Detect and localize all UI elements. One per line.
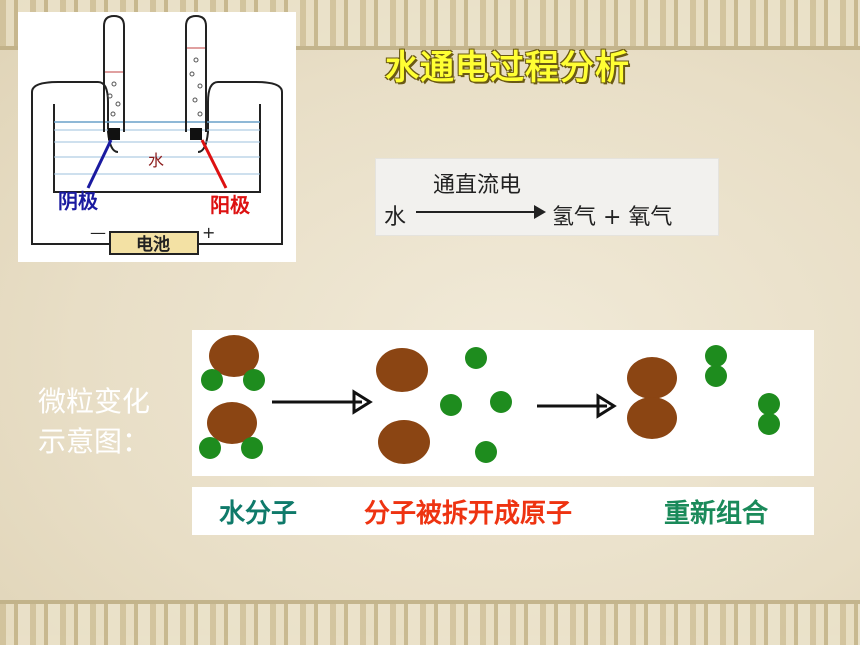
cathode-pointer — [86, 139, 113, 189]
bubble — [110, 111, 116, 117]
oxygen-atom — [209, 335, 259, 377]
particle-svg — [199, 335, 780, 464]
hydrogen-atom — [243, 369, 265, 391]
battery-minus: — — [90, 223, 106, 242]
caption-recombine: 重新组合 — [664, 499, 769, 529]
oxygen-atom — [627, 397, 677, 439]
oxygen-atom — [627, 357, 677, 399]
hydrogen-atom — [475, 441, 497, 463]
particle-change-label-line2: 示意图： — [38, 425, 151, 458]
right-test-tube — [185, 14, 207, 132]
bubble — [193, 57, 199, 63]
anode-label: 阳极 — [210, 193, 251, 217]
bubble — [115, 101, 121, 107]
products: 氢气 + 氧气 — [552, 205, 673, 230]
reactant: 水 — [384, 205, 407, 230]
water-label: 水 — [148, 151, 164, 170]
bubble — [197, 111, 203, 117]
process-arrow-1-head — [352, 389, 373, 415]
apparatus-svg: 水 阴极 阳极 — 电池 + — [31, 14, 283, 255]
process-arrow-2-head — [596, 393, 617, 419]
hydrogen-atom — [490, 391, 512, 413]
caption-bar: 水分子 分子被拆开成原子 重新组合 — [192, 487, 814, 535]
cathode-label: 阴极 — [58, 189, 99, 213]
left-test-tube — [103, 14, 125, 132]
word-equation: 通直流电 水 氢气 + 氧气 — [375, 158, 719, 236]
hydrogen-atom — [201, 369, 223, 391]
hydrogen-atom — [465, 347, 487, 369]
battery-label: 电池 — [136, 234, 170, 255]
oxygen-atom — [378, 420, 430, 464]
reaction-arrow — [416, 205, 546, 219]
bubble — [192, 97, 198, 103]
battery-plus: + — [202, 223, 215, 242]
caption-split-into-atoms: 分子被拆开成原子 — [364, 499, 573, 529]
oxygen-atom — [376, 348, 428, 392]
oxygen-atom — [207, 402, 257, 444]
bubble — [189, 71, 195, 77]
particle-diagram — [192, 330, 814, 476]
hydrogen-atom — [758, 413, 780, 435]
cathode-electrode — [108, 128, 120, 140]
slide-title: 水通电过程分析 — [385, 48, 630, 88]
bubble — [197, 83, 203, 89]
caption-water-molecule: 水分子 — [219, 499, 298, 529]
hydrogen-atom — [241, 437, 263, 459]
battery — [109, 231, 199, 255]
reaction-condition: 通直流电 — [433, 173, 522, 198]
wire-right — [198, 92, 283, 245]
hydrogen-atom — [758, 393, 780, 415]
hydrogen-atom — [199, 437, 221, 459]
decorative-border-bottom — [0, 600, 860, 645]
wire-left — [31, 92, 110, 245]
hydrogen-atom — [705, 345, 727, 367]
particle-change-label-line1: 微粒变化 — [38, 385, 151, 418]
hydrogen-atom — [440, 394, 462, 416]
particle-change-label: 微粒变化 示意图： — [38, 382, 150, 462]
anode-pointer — [200, 139, 228, 189]
anode-electrode — [190, 128, 202, 140]
bubble — [111, 81, 117, 87]
electrolysis-apparatus-diagram: 水 阴极 阳极 — 电池 + — [18, 12, 296, 262]
bubble — [107, 93, 113, 99]
hydrogen-atom — [705, 365, 727, 387]
wire-left-top — [31, 81, 119, 153]
trough — [53, 104, 261, 193]
